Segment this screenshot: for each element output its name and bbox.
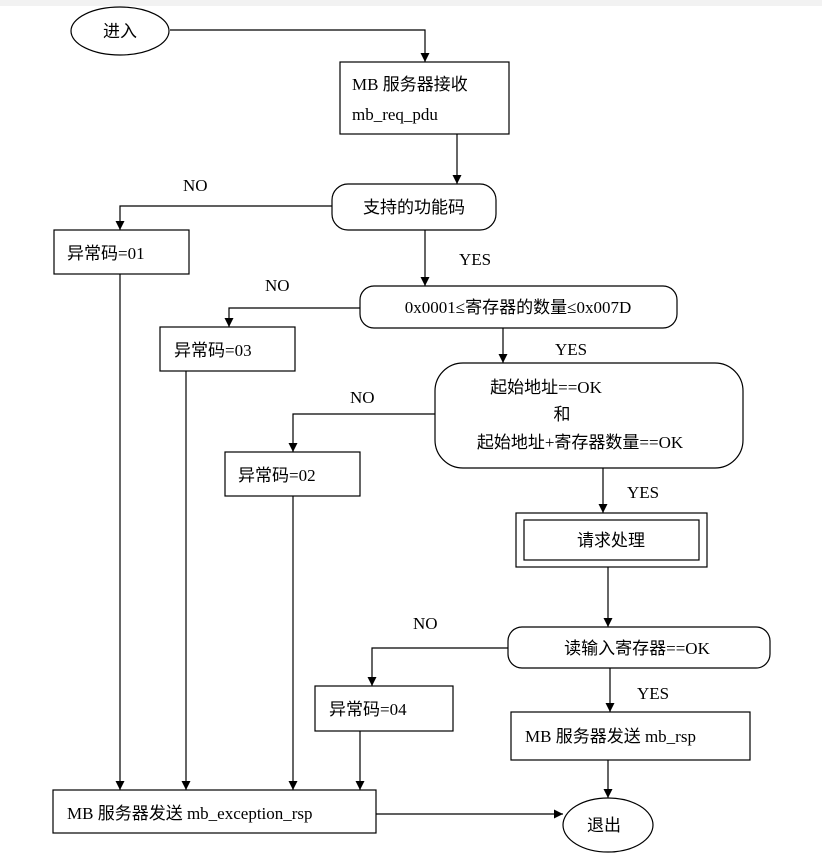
top-margin-strip — [0, 0, 822, 6]
request-processing-label: 请求处理 — [577, 531, 645, 550]
address-box — [434, 362, 744, 469]
enter-ellipse — [70, 6, 170, 56]
send-exception-box — [52, 789, 377, 834]
request-processing-inner — [523, 519, 700, 561]
edge-read-no — [367, 647, 508, 686]
read-registers-decision: 读输入寄存器==OK — [507, 626, 771, 669]
request-processing-node: 请求处理 — [515, 512, 708, 568]
error-04-box — [314, 685, 454, 732]
send-response-box — [510, 711, 751, 761]
function-code-decision: 支持的功能码 — [331, 183, 497, 231]
server-receive-box — [339, 61, 510, 135]
label-yes-read: YES — [637, 684, 669, 703]
exit-node: 退出 — [562, 797, 654, 853]
label-no-count: NO — [265, 276, 290, 295]
error-01-node: 异常码=01 — [53, 229, 190, 275]
connectors — [115, 29, 615, 819]
error-01-label: 异常码=01 — [67, 244, 145, 263]
label-yes-address: YES — [627, 483, 659, 502]
error-04-label: 异常码=04 — [329, 700, 407, 719]
label-yes-function: YES — [459, 250, 491, 269]
enter-label: 进入 — [103, 22, 137, 41]
server-receive-label-2: mb_req_pdu — [352, 105, 438, 124]
exit-ellipse — [562, 797, 654, 853]
address-label-1: 起始地址==OK — [490, 378, 602, 397]
error-01-box — [53, 229, 190, 275]
error-03-label: 异常码=03 — [174, 341, 252, 360]
enter-node: 进入 — [70, 6, 170, 56]
label-no-address: NO — [350, 388, 375, 407]
address-decision: 起始地址==OK 和 起始地址+寄存器数量==OK — [434, 362, 744, 469]
edge-function-no — [115, 205, 332, 230]
edge-address-no — [288, 413, 435, 452]
exit-label: 退出 — [587, 816, 621, 835]
edge-labels: NO YES NO YES NO YES NO YES — [183, 176, 669, 703]
send-response-node: MB 服务器发送 mb_rsp — [510, 711, 751, 761]
address-label-3: 起始地址+寄存器数量==OK — [477, 433, 684, 452]
register-count-label: 0x0001≤寄存器的数量≤0x007D — [405, 298, 631, 317]
function-code-box — [331, 183, 497, 231]
server-receive-node: MB 服务器接收 mb_req_pdu — [339, 61, 510, 135]
register-count-decision: 0x0001≤寄存器的数量≤0x007D — [359, 285, 678, 329]
edge-count-no — [224, 307, 360, 327]
label-yes-count: YES — [555, 340, 587, 359]
label-no-read: NO — [413, 614, 438, 633]
edge-enter-to-receive — [170, 29, 430, 62]
function-code-label: 支持的功能码 — [363, 198, 465, 217]
error-03-box — [159, 326, 296, 372]
read-registers-label: 读输入寄存器==OK — [564, 639, 710, 658]
error-02-label: 异常码=02 — [238, 466, 316, 485]
error-04-node: 异常码=04 — [314, 685, 454, 732]
send-exception-label: MB 服务器发送 mb_exception_rsp — [67, 804, 313, 823]
register-count-box — [359, 285, 678, 329]
send-response-label: MB 服务器发送 mb_rsp — [525, 727, 696, 746]
send-exception-node: MB 服务器发送 mb_exception_rsp — [52, 789, 377, 834]
read-registers-box — [507, 626, 771, 669]
error-02-node: 异常码=02 — [224, 451, 361, 497]
error-03-node: 异常码=03 — [159, 326, 296, 372]
error-02-box — [224, 451, 361, 497]
server-receive-label-1: MB 服务器接收 — [352, 75, 468, 94]
address-label-2: 和 — [554, 405, 571, 424]
label-no-function: NO — [183, 176, 208, 195]
